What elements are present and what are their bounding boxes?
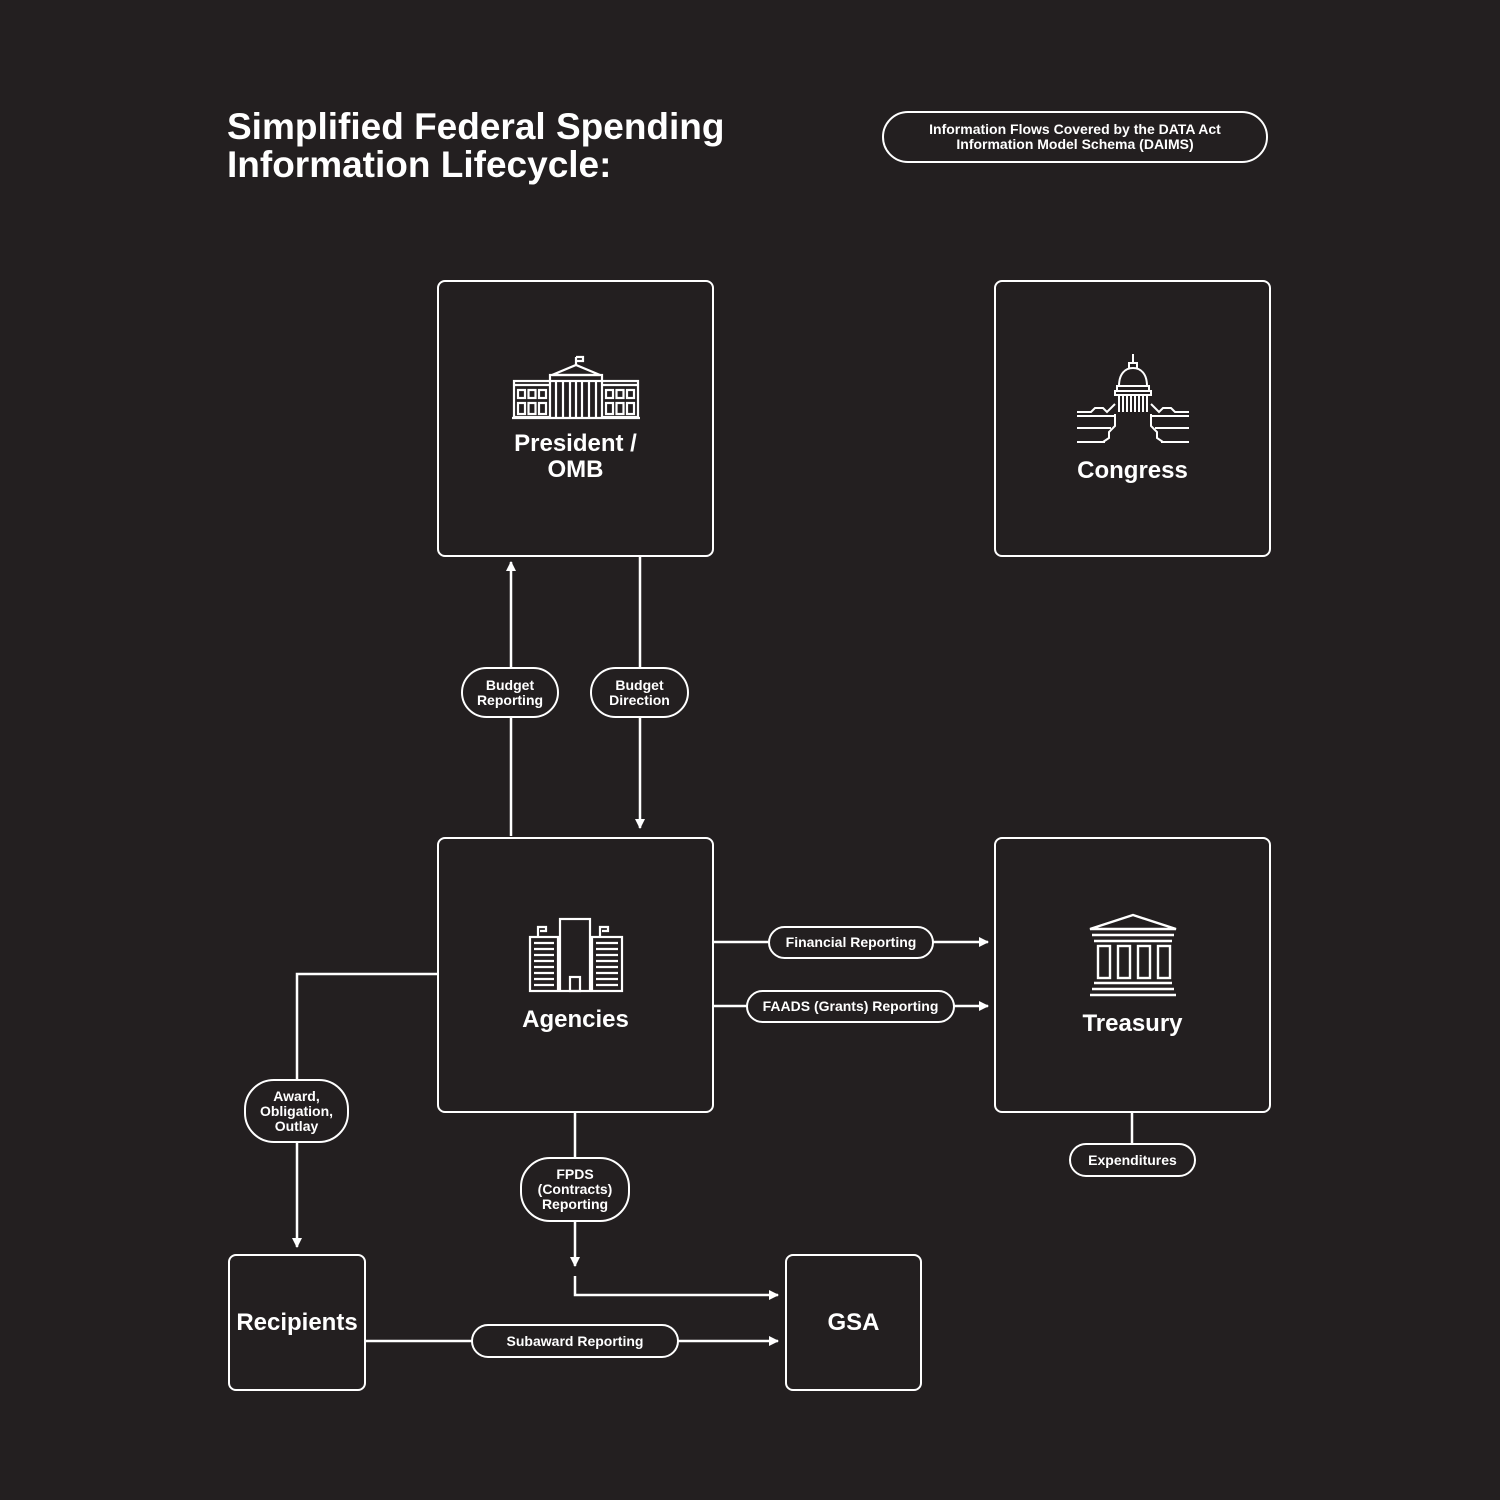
legend-line-2: Information Model Schema (DAIMS): [956, 136, 1194, 152]
node-gsa: GSA: [785, 1254, 922, 1391]
pill-fpds-line-3: Reporting: [541, 1196, 609, 1212]
pill-award-line-1: Award,: [273, 1087, 320, 1104]
pill-budget-direction-line-1: Budget: [615, 676, 664, 693]
node-congress: Congress: [994, 280, 1271, 557]
pill-award-line-3: Outlay: [274, 1117, 319, 1134]
page-title-line-2: Information Lifecycle:: [227, 144, 612, 185]
legend-line-1: Information Flows Covered by the DATA Ac…: [929, 121, 1221, 137]
pill-financial-reporting-label: Financial Reporting: [785, 934, 917, 950]
node-president-omb: President / OMB: [437, 280, 714, 557]
node-treasury-label: Treasury: [1082, 1010, 1183, 1037]
page-title: Simplified Federal Spending Information …: [227, 108, 725, 184]
pill-budget-reporting-line-2: Reporting: [476, 691, 544, 708]
pill-budget-reporting: Budget Reporting: [461, 667, 559, 718]
node-agencies: Agencies: [437, 837, 714, 1113]
node-congress-label: Congress: [1077, 456, 1188, 484]
node-recipients: Recipients: [228, 1254, 366, 1391]
pill-fpds-reporting: FPDS (Contracts) Reporting: [520, 1157, 630, 1222]
pill-subaward-reporting: Subaward Reporting: [471, 1324, 679, 1358]
pill-award-obligation-outlay: Award, Obligation, Outlay: [244, 1079, 349, 1143]
pill-budget-direction: Budget Direction: [590, 667, 689, 718]
pill-budget-direction-line-2: Direction: [609, 691, 670, 708]
fpds-to-gsa-connector: [573, 1276, 779, 1300]
pill-financial-reporting: Financial Reporting: [768, 926, 934, 959]
pill-subaward-reporting-label: Subaward Reporting: [506, 1332, 644, 1349]
legend-pill: Information Flows Covered by the DATA Ac…: [882, 111, 1268, 163]
white-house-icon: [511, 355, 640, 419]
node-president-omb-label: President / OMB: [514, 429, 637, 483]
pill-fpds-line-2: (Contracts): [537, 1181, 613, 1197]
pill-budget-reporting-line-1: Budget: [485, 676, 535, 693]
pill-fpds-line-1: FPDS: [556, 1166, 594, 1182]
pill-faads-reporting: FAADS (Grants) Reporting: [746, 990, 955, 1023]
node-gsa-label: GSA: [827, 1308, 880, 1336]
node-president-line-1: President /: [514, 429, 637, 457]
pill-expenditures-label: Expenditures: [1088, 1151, 1177, 1168]
node-treasury: Treasury: [994, 837, 1271, 1113]
pill-award-line-2: Obligation,: [259, 1102, 334, 1119]
node-president-line-2: OMB: [547, 455, 604, 483]
node-recipients-label: Recipients: [236, 1308, 358, 1336]
page-title-line-1: Simplified Federal Spending: [227, 106, 725, 147]
capitol-icon: [1076, 353, 1189, 443]
treasury-building-icon: [1089, 913, 1176, 997]
pill-faads-reporting-label: FAADS (Grants) Reporting: [762, 998, 939, 1014]
pill-expenditures: Expenditures: [1069, 1143, 1196, 1177]
award-connector: [292, 972, 437, 1248]
node-agencies-label: Agencies: [522, 1006, 629, 1033]
office-buildings-icon: [528, 917, 623, 993]
